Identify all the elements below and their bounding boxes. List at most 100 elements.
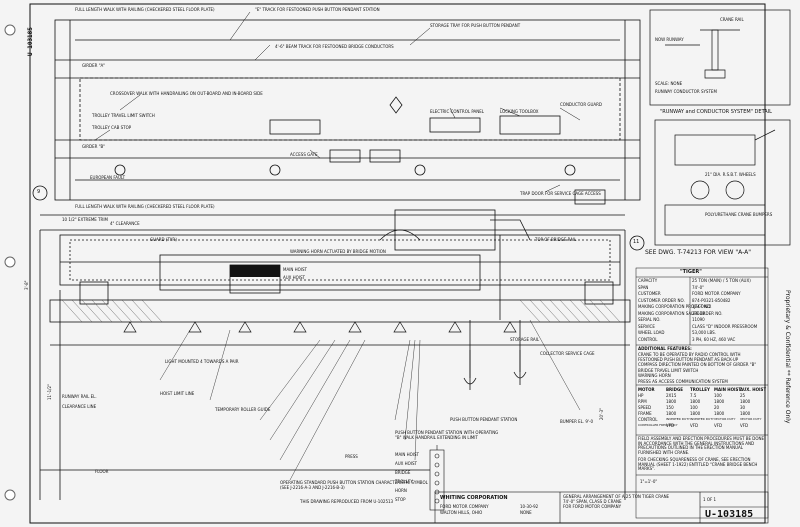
title-drawing-number: U-103185 xyxy=(705,509,754,520)
motor-cell: 2X15 xyxy=(666,393,677,398)
spec-row: CAPACITY 25 TON (MAIN) / 5 TON (AUX) xyxy=(638,278,751,283)
plan-label: FULL LENGTH WALK WITH RAILING (CHECKERED… xyxy=(75,204,215,209)
motor-row: RPM 1800 1800 1800 1800 xyxy=(638,400,766,406)
motor-row: CONTROL INVERTER DUTY INVERTER DUTY VECT… xyxy=(638,418,766,424)
detail-marker-right: 11 xyxy=(633,239,640,245)
motor-cell: 7.5 xyxy=(690,393,697,398)
title-desc-line: FOR FORD MOTOR COMPANY xyxy=(563,504,622,509)
see-drawing-note: SEE DWG. T-74213 FOR VIEW "A-A" xyxy=(645,249,751,256)
spec-row: CUSTOMER FORD MOTOR COMPANY xyxy=(638,291,741,296)
general-note: FIELD ASSEMBLY AND ERECTION PROCEDURES M… xyxy=(638,436,764,455)
hook-scale: SCALE: NONE xyxy=(655,81,683,86)
motor-cell: 1800 xyxy=(714,411,725,416)
motor-row: CONTROLLER FREQUENCY VFD VFD VFD VFD xyxy=(638,424,766,430)
motor-cell: RPM xyxy=(638,399,647,404)
runway-label: NOW RUNWAY xyxy=(655,37,684,42)
plan-label: "E" TRACK FOR FESTOONED PUSH BUTTON PEND… xyxy=(255,7,380,12)
spec-row: SERVICE CLASS "D" INDOOR PRESSROOM xyxy=(638,323,758,329)
motor-cell: 1800 xyxy=(740,411,751,416)
dimension: 1"=1'-0" xyxy=(640,479,658,484)
plan-leaders xyxy=(94,11,581,193)
motor-cell: SPEED xyxy=(638,405,652,410)
feature-item: CRANE TO BE OPERATED BY RADIO CONTROL WI… xyxy=(638,352,741,362)
motor-cell: HP xyxy=(638,393,644,398)
dimension: 11'-1/2" xyxy=(47,384,52,400)
features-list: CRANE TO BE OPERATED BY RADIO CONTROL WI… xyxy=(638,352,766,385)
motor-cell: CONTROLLER FREQUENCY xyxy=(638,423,678,427)
spec-table: CAPACITY 25 TON (MAIN) / 5 TON (AUX) SPA… xyxy=(638,279,766,344)
motor-cell: 1800 xyxy=(666,411,677,416)
spec-row: CUSTOMER ORDER NO. 874-P0321-850482 xyxy=(638,297,731,303)
pendant-button: BRIDGE xyxy=(395,470,411,475)
plan-label: CROSSOVER WALK WITH HANDRAILING ON OUT-B… xyxy=(110,91,263,96)
motor-cell: VFD xyxy=(666,423,675,428)
plan-label: TROLLEY CAB STOP xyxy=(92,125,132,130)
motor-header: AUX. HOIST xyxy=(740,387,767,392)
elev-label: RUNWAY RAIL EL. xyxy=(62,394,97,399)
motor-cell: 1800 xyxy=(690,411,701,416)
pendant-button-list: MAIN HOIST AUX HOIST BRIDGE TROLLEY HORN… xyxy=(395,453,419,507)
motor-cell: 100 xyxy=(714,393,722,398)
elev-label: TOP OF BRIDGE RAIL xyxy=(535,237,577,242)
motor-header: TROLLEY xyxy=(690,387,710,392)
pendant-station xyxy=(429,445,445,511)
runway-label: 21" DIA. R.S.B.T. WHEELS xyxy=(705,172,756,177)
crane-title: "TIGER" xyxy=(680,269,702,275)
whiting-logo xyxy=(230,265,280,277)
elev-label: AUX HOIST xyxy=(283,275,305,280)
elev-label: WARNING HORN ACTUATED BY BRIDGE MOTION xyxy=(290,249,386,254)
plan-label: 4'-6" BEAM TRACK FOR FESTOONED BRIDGE CO… xyxy=(275,44,394,49)
dimension: 10 1/2" EXTREME TRIM xyxy=(62,217,108,222)
spec-row: CONTROL 3 PH, 60 HZ, 460 VAC xyxy=(638,336,736,342)
motor-row: FRAME 1800 1800 1800 1800 xyxy=(638,412,766,418)
dimension: 3'-8" xyxy=(24,280,29,290)
elevation-leaders xyxy=(159,319,581,481)
bridge-lamps xyxy=(123,321,517,333)
runway-label: CRANE RAIL xyxy=(720,17,744,22)
title-scale: NONE xyxy=(520,510,532,515)
motor-header-row: MOTOR BRIDGE TROLLEY MAIN HOIST AUX. HOI… xyxy=(638,388,766,394)
spec-row: MAKING CORPORATION SALES ORDER NO. 29533 xyxy=(638,310,723,316)
pendant-button: HORN xyxy=(395,488,407,493)
motor-cell: 1800 xyxy=(740,399,751,404)
pendant-note: PUSH BUTTON PENDANT STATION WITH OPERATI… xyxy=(395,430,499,440)
title-sheet: 1 OF 1 xyxy=(703,497,717,502)
runway-label: RUNWAY CONDUCTOR SYSTEM xyxy=(655,89,717,94)
title-company: WHITING CORPORATION xyxy=(440,495,508,501)
general-note: FOR CHECKING SQUARENESS OF CRANE, SEE ER… xyxy=(638,457,758,471)
plan-label: TROLLEY TRAVEL LIMIT SWITCH xyxy=(92,113,155,118)
spec-row: SPAN 74'-0" xyxy=(638,284,705,290)
motor-cell: VFD xyxy=(714,423,723,428)
elev-label: GUARD (TYP.) xyxy=(150,237,177,242)
spec-row: SERIAL NO. 11090 xyxy=(638,317,705,322)
motor-cell: VECTOR DUTY xyxy=(714,417,736,421)
elev-label: PRESS xyxy=(345,454,358,459)
elev-label: TEMPORARY ROLLER GUIDE xyxy=(215,407,271,412)
dimension: 4" CLEARANCE xyxy=(110,221,140,226)
plan-label: GIRDER "A" xyxy=(82,63,106,68)
plan-view xyxy=(54,19,641,205)
spec-row: WHEEL LOAD 53,000 LBS. xyxy=(638,330,716,335)
motor-cell: 1800 xyxy=(690,399,701,404)
detail-markers xyxy=(32,185,645,251)
elev-label: BUMPER EL. 9'-0 xyxy=(560,419,594,424)
plan-label: TRAP DOOR FOR SERVICE CAGE ACCESS xyxy=(520,191,601,196)
elev-label: HOIST LIMIT LINE xyxy=(160,391,195,396)
runway-detail xyxy=(649,9,791,246)
detail-title: "RUNWAY and CONDUCTOR SYSTEM" DETAIL xyxy=(660,109,772,115)
motor-cell: 20 xyxy=(714,405,720,410)
footer-stamp: THIS DRAWING REPRODUCED FROM U-102513 xyxy=(300,499,394,504)
features-title: ADDITIONAL FEATURES: xyxy=(638,346,692,351)
motor-cell: 100 xyxy=(690,405,698,410)
plan-label: FULL LENGTH WALK WITH RAILING (CHECKERED… xyxy=(75,7,215,12)
motor-cell: VFD xyxy=(690,423,699,428)
title-description: GENERAL ARRANGEMENT OF A 25 TON TIGER CR… xyxy=(563,495,698,510)
detail-marker-left: 9 xyxy=(37,189,41,195)
plan-label: ELECTRIC CONTROL PANEL xyxy=(430,109,484,114)
pendant-button: MAIN HOIST xyxy=(395,452,419,457)
dimension: 20'-3" xyxy=(599,407,604,420)
feature-item: WARNING HORN xyxy=(638,373,671,378)
title-customer: FORD MOTOR COMPANY xyxy=(440,504,489,509)
feature-item: PRESS AS ACCESS COMMUNICATION SYSTEM xyxy=(638,378,728,384)
